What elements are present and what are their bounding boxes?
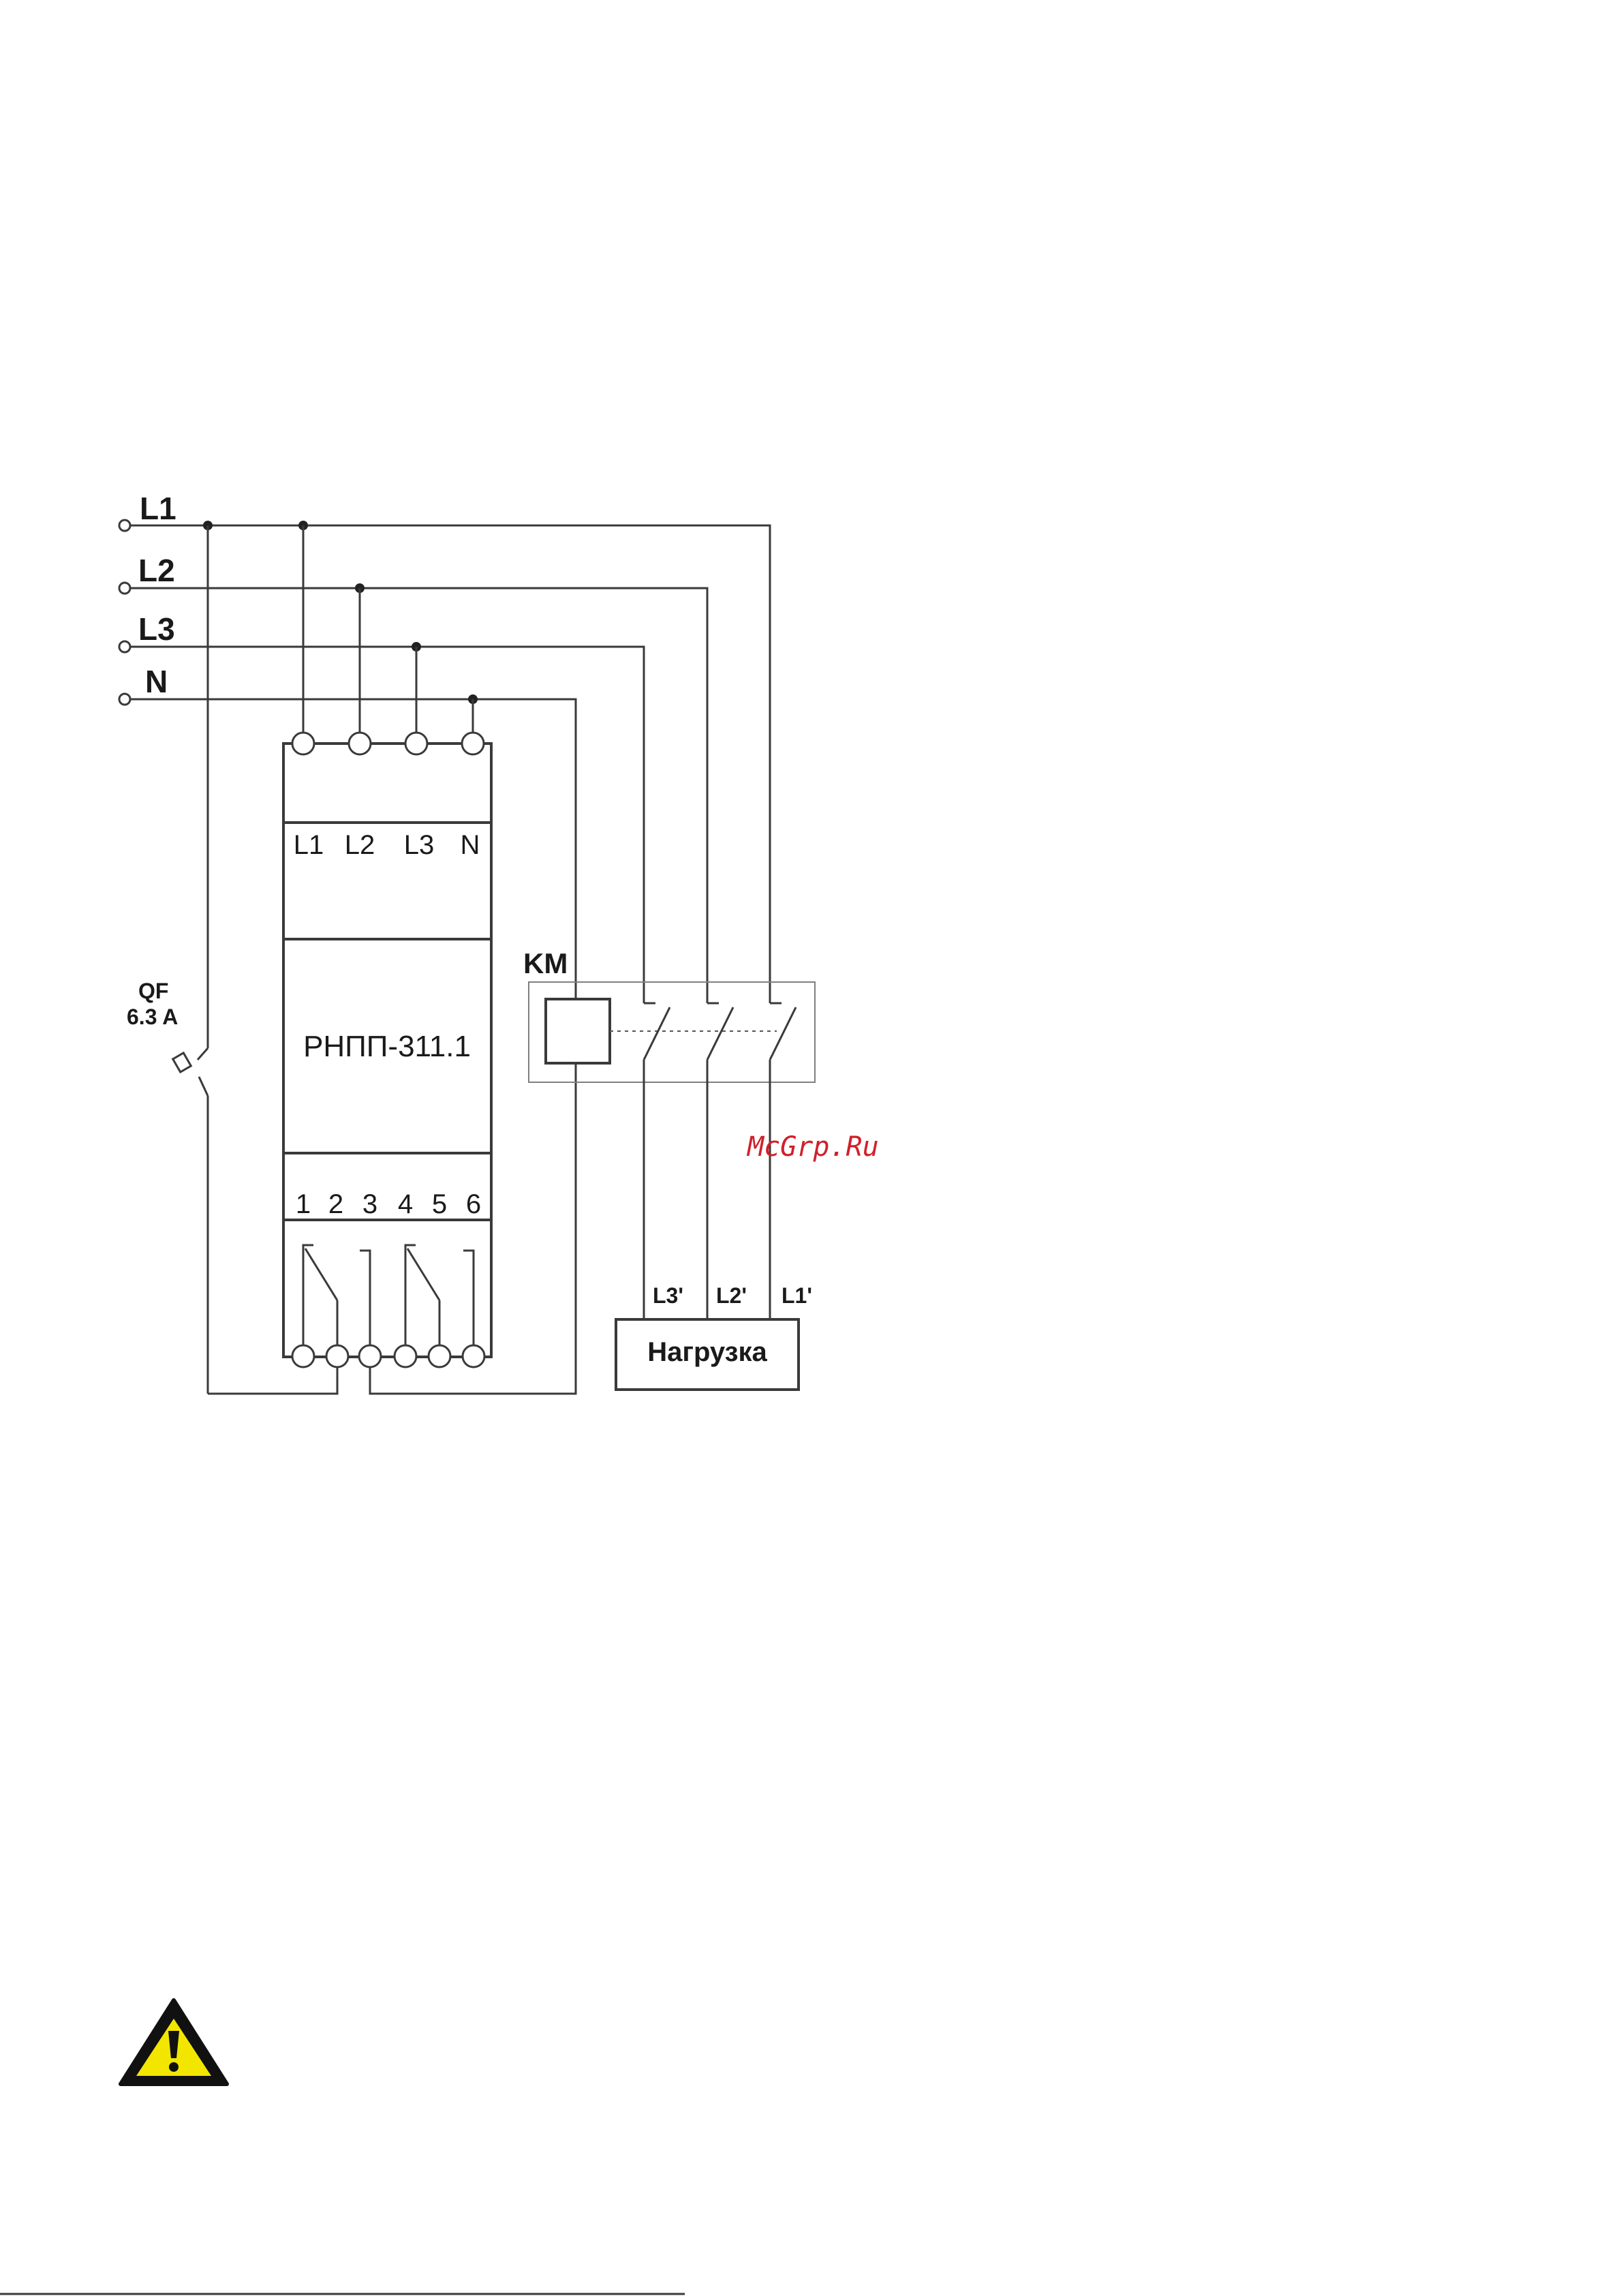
- terminal-l3: [405, 733, 427, 754]
- breaker-name: QF: [138, 979, 168, 1003]
- terminal-l1: [292, 733, 314, 754]
- breaker-qf: QF 6.3 A: [127, 525, 208, 1394]
- bottom-terminal-label: 1: [296, 1189, 311, 1219]
- terminal-3: [359, 1345, 381, 1367]
- terminal-6: [463, 1345, 484, 1367]
- terminal-5: [429, 1345, 450, 1367]
- bottom-terminal-label: 5: [432, 1189, 447, 1219]
- contactor-name: KM: [523, 947, 568, 979]
- load-name: Нагрузка: [647, 1337, 767, 1367]
- bottom-terminal-label: 4: [398, 1189, 413, 1219]
- terminal-n: [462, 733, 484, 754]
- junctions: [203, 521, 478, 735]
- control-wiring: [208, 1063, 576, 1394]
- top-terminal-label: L1: [294, 830, 324, 860]
- terminal-1: [292, 1345, 314, 1367]
- top-terminal-label: N: [461, 830, 480, 860]
- terminal-4: [395, 1345, 416, 1367]
- top-terminal-label: L3: [404, 830, 435, 860]
- bottom-terminal-label: 2: [328, 1189, 343, 1219]
- load-phase-label: L3': [653, 1283, 683, 1308]
- bottom-terminal-label: 3: [362, 1189, 377, 1219]
- terminal-2: [326, 1345, 348, 1367]
- device-model: РНПП-311.1: [303, 1030, 471, 1063]
- relay-device: L1 L2 L3 N РНПП-311.1 1 2 3 4 5 6: [283, 733, 491, 1367]
- terminal-l2: [349, 733, 371, 754]
- bottom-terminal-label: 6: [466, 1189, 481, 1219]
- line-label-l2: L2: [138, 553, 175, 588]
- watermark: McGrp.Ru: [746, 1131, 879, 1163]
- line-label-l1: L1: [140, 491, 176, 526]
- load-block: Нагрузка L3' L2' L1': [616, 1283, 812, 1390]
- top-terminal-label: L2: [345, 830, 375, 860]
- supply-lines: L1 L2 L3 N: [119, 491, 770, 1003]
- line-label-n: N: [145, 664, 168, 699]
- load-phase-label: L2': [716, 1283, 747, 1308]
- warning-triangle-icon: [121, 2000, 227, 2084]
- breaker-rating: 6.3 A: [127, 1005, 178, 1029]
- load-phase-label: L1': [782, 1283, 812, 1308]
- line-label-l3: L3: [138, 611, 175, 647]
